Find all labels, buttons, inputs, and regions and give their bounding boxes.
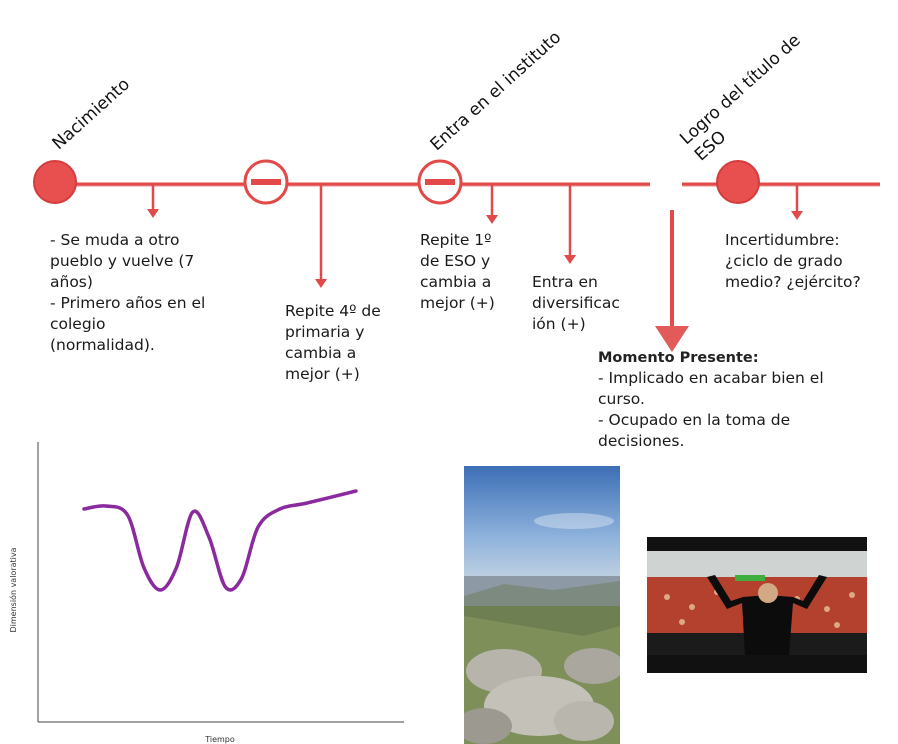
repeat-node-1 [243,159,289,205]
x-axis-label: Tiempo [204,735,235,744]
present-title: Momento Presente: [598,350,759,366]
arrow-moves [147,184,159,218]
timeline-line [35,182,880,187]
arrow-repeat-primary [315,184,327,288]
note-moves: - Se muda a otro pueblo y vuelve (7 años… [50,231,206,354]
note-repeat-primary: Repite 4º de primaria y cambia a mejor (… [285,302,381,383]
note-uncertainty: Incertidumbre: ¿ciclo de grado medio? ¿e… [725,231,861,291]
note-diversification: Entra en diversificac ión (+) [532,273,620,333]
mountain-landscape-photo [464,466,620,744]
series-line [82,489,358,592]
arrow-diversification [564,184,576,264]
arrow-present [655,210,689,352]
concert-crowd-photo [647,537,867,673]
arrow-uncertainty [791,184,803,220]
valuation-chart: Dimensión valorativa Tiempo [8,442,404,744]
birth-node [33,160,77,204]
y-axis-label: Dimensión valorativa [8,547,18,632]
note-repeat-eso: Repite 1º de ESO y cambia a mejor (+) [420,231,495,312]
repeat-node-2 [417,159,463,205]
timeline [33,159,880,352]
arrow-repeat-eso [486,184,498,224]
present-block: Momento Presente: - Implicado en acabar … [598,350,824,452]
degree-node [716,160,760,204]
present-body: - Implicado en acabar bien el curso. - O… [598,369,824,450]
